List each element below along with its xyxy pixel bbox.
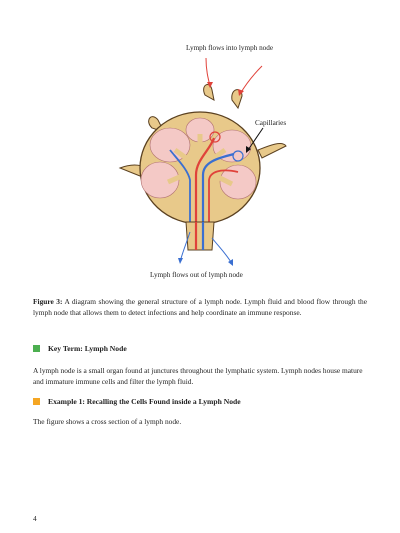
caption-label: Figure 3:	[33, 297, 63, 306]
caption-text: A diagram showing the general structure …	[33, 297, 367, 318]
flow-arrows	[178, 57, 264, 266]
example-body: The figure shows a cross section of a ly…	[33, 417, 182, 426]
label-lymph-out: Lymph flows out of lymph node	[150, 271, 243, 279]
page-number: 4	[33, 514, 37, 523]
green-square-icon	[33, 345, 40, 352]
example-title: Example 1: Recalling the Cells Found ins…	[48, 397, 241, 406]
label-lymph-in: Lymph flows into lymph node	[186, 44, 274, 52]
key-term-heading: Key Term: Lymph Node	[33, 344, 127, 353]
orange-square-icon	[33, 398, 40, 405]
example-heading: Example 1: Recalling the Cells Found ins…	[33, 397, 241, 406]
lymph-node-diagram	[118, 57, 287, 266]
key-term-title: Key Term: Lymph Node	[48, 344, 127, 353]
key-term-body: A lymph node is a small organ found at j…	[33, 366, 363, 387]
label-capillaries: Capillaries	[255, 119, 287, 127]
lymph-node-body	[118, 84, 287, 251]
figure-caption: Figure 3: A diagram showing the general …	[33, 296, 367, 319]
lymph-node-figure: Lymph flows into lymph node Capillaries …	[118, 44, 287, 279]
